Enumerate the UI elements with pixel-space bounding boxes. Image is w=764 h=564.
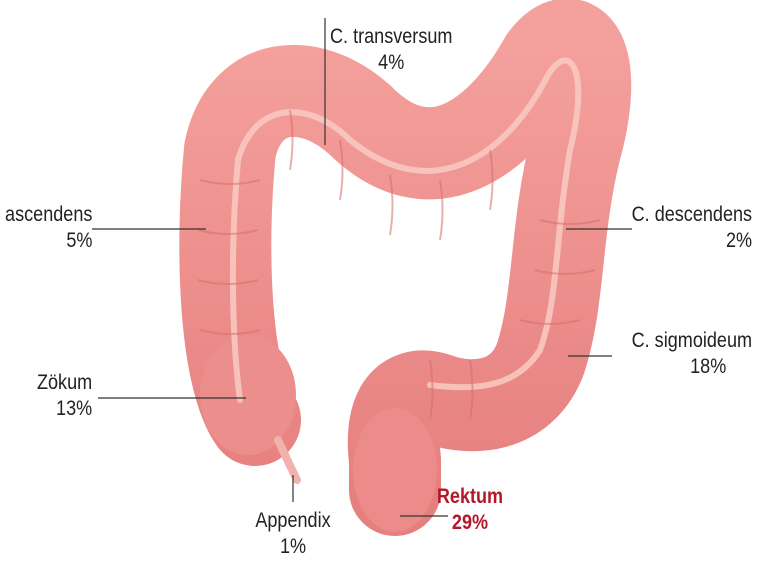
label-sigmoideum-pct: 18%: [632, 354, 752, 380]
label-sigmoideum: C. sigmoideum 18%: [632, 328, 752, 380]
label-ascendens-name: C. ascendens: [0, 202, 92, 228]
label-rektum-name: Rektum: [427, 484, 513, 510]
label-transversum-pct: 4%: [330, 50, 452, 76]
label-transversum: C. transversum 4%: [330, 24, 452, 76]
colon-body: [198, 44, 600, 532]
label-appendix-name: Appendix: [250, 508, 336, 534]
label-rektum: Rektum 29%: [427, 484, 513, 536]
label-sigmoideum-name: C. sigmoideum: [632, 328, 752, 354]
caecum: [200, 335, 296, 455]
label-zoekum: Zökum 13%: [37, 370, 92, 422]
label-ascendens-pct: 5%: [0, 228, 92, 254]
label-descendens-pct: 2%: [632, 228, 752, 254]
label-appendix-pct: 1%: [250, 534, 336, 560]
label-descendens-name: C. descendens: [632, 202, 752, 228]
label-ascendens: C. ascendens 5%: [0, 202, 92, 254]
label-transversum-name: C. transversum: [330, 24, 452, 50]
label-descendens: C. descendens 2%: [632, 202, 752, 254]
label-appendix: Appendix 1%: [250, 508, 336, 560]
label-zoekum-name: Zökum: [37, 370, 92, 396]
rectum: [353, 408, 437, 532]
label-zoekum-pct: 13%: [37, 396, 92, 422]
label-rektum-pct: 29%: [427, 510, 513, 536]
